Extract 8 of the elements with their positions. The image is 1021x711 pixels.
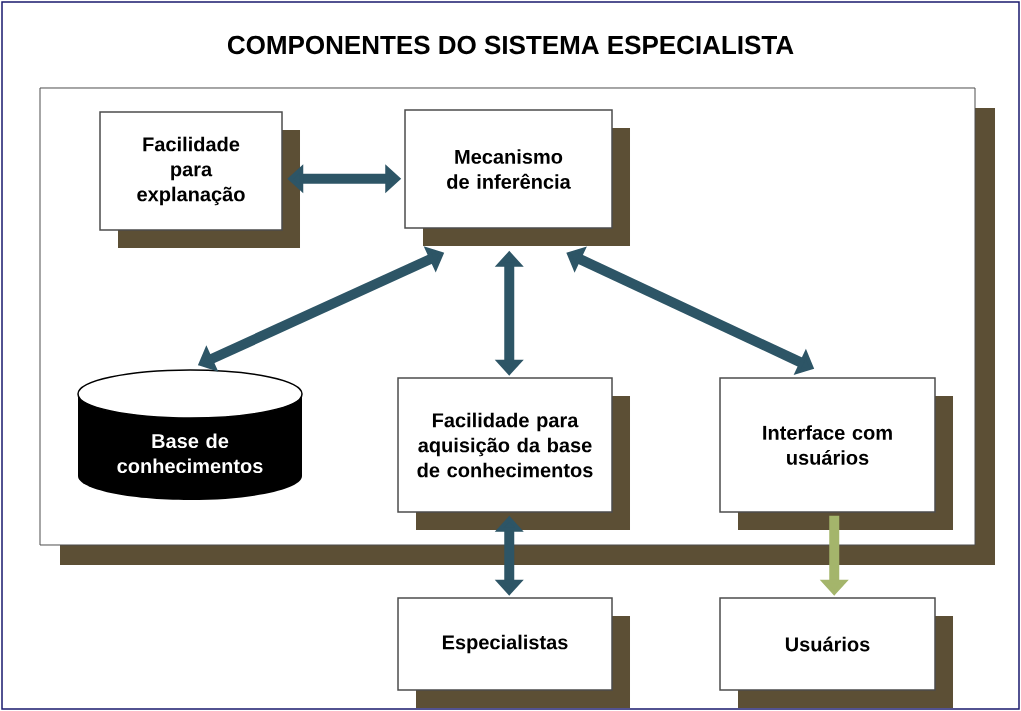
process-box: Usuários <box>719 597 953 708</box>
process-box: Facilidade para aquisição da base de conhecimentos <box>397 377 630 530</box>
database-cylinder: Base de conhecimentos <box>77 369 303 500</box>
process-box: Interface com usuários <box>719 377 953 530</box>
title: COMPONENTES DO SISTEMA ESPECIALISTA <box>227 35 794 55</box>
process-box: Mecanismo de inferência <box>404 109 630 246</box>
process-box: Facilidade para explanação <box>99 111 300 248</box>
process-box: Especialistas <box>397 597 630 708</box>
